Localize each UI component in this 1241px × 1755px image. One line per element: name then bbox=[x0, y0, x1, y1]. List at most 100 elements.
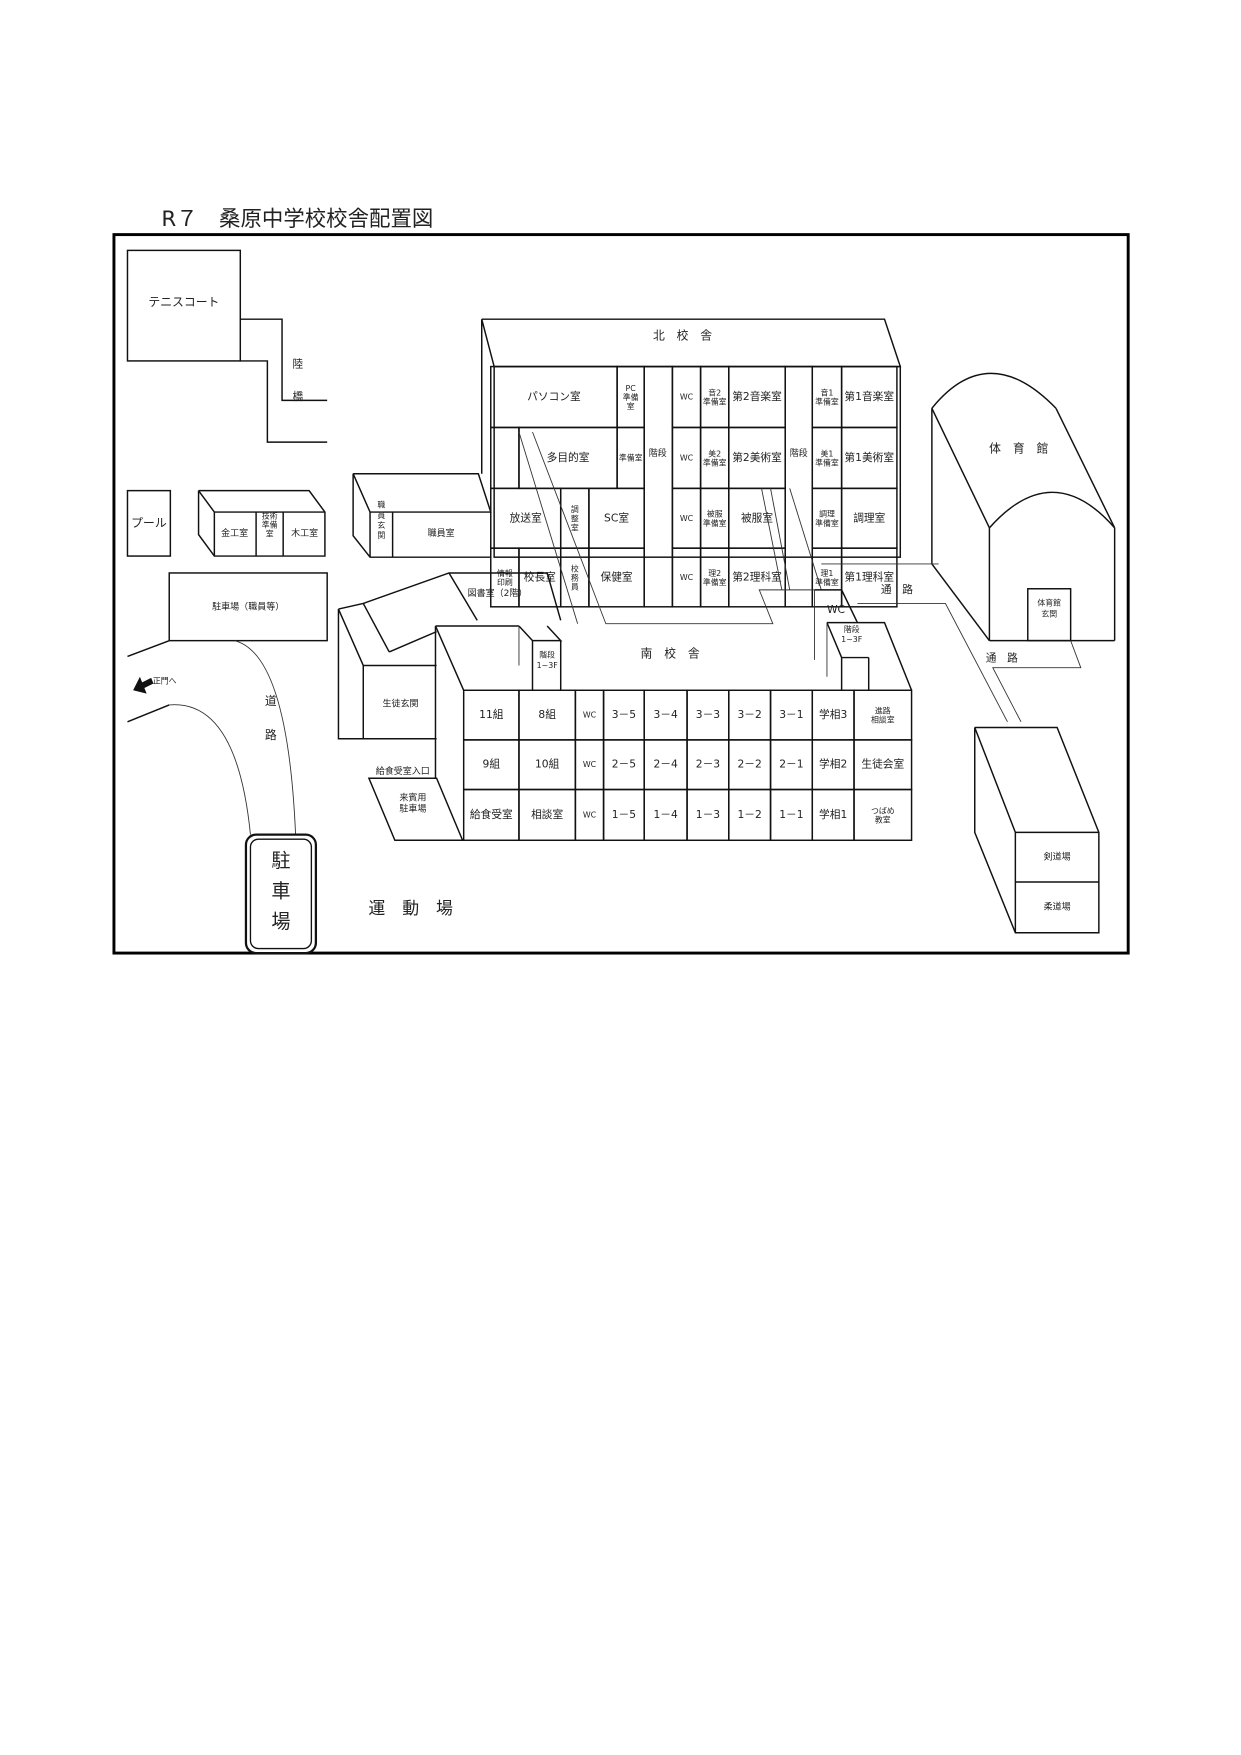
north-room-label: WC bbox=[680, 453, 694, 462]
classroom-label: 3－2 bbox=[738, 708, 762, 721]
north-room-cell bbox=[490, 426, 520, 490]
arrow-left-icon bbox=[133, 676, 154, 694]
svg-text:階段1~3F: 階段1~3F bbox=[537, 649, 559, 669]
svg-text:職員玄関: 職員玄関 bbox=[377, 500, 385, 539]
north-room-label: 校務員 bbox=[571, 563, 579, 591]
classroom-label: 1－3 bbox=[696, 808, 720, 821]
classroom-label: 2－5 bbox=[612, 758, 636, 771]
north-room-label: 情報印刷 bbox=[497, 567, 513, 586]
classroom-label: WC bbox=[583, 711, 597, 720]
technical-building: 金工室 技術準備室 木工室 bbox=[197, 489, 326, 557]
library-wing: 図書室（2階） 生徒玄関 給食受室入口 来賓用駐車場 bbox=[337, 572, 562, 842]
classroom-label: 生徒会室 bbox=[861, 758, 904, 771]
budokan: 剣道場 柔道場 bbox=[974, 726, 1100, 934]
classroom-label: つばめ教室 bbox=[871, 806, 895, 824]
staff-parking: 駐車場（職員等） bbox=[168, 572, 328, 642]
classroom-label: 1－2 bbox=[738, 808, 762, 821]
svg-text:WC: WC bbox=[827, 603, 845, 616]
svg-text:テニスコート: テニスコート bbox=[148, 295, 219, 309]
classroom-label: 11組 bbox=[479, 708, 504, 721]
road: 正門へ 道 路 bbox=[127, 639, 297, 835]
svg-text:車: 車 bbox=[271, 880, 290, 903]
svg-text:体育館玄関: 体育館玄関 bbox=[1037, 597, 1061, 618]
svg-text:柔道場: 柔道場 bbox=[1044, 900, 1071, 912]
north-room-label: 第2理科室 bbox=[732, 570, 782, 583]
classroom-label: 3－5 bbox=[612, 708, 636, 721]
north-room-label: 準備室 bbox=[619, 452, 643, 462]
classroom-label: 3－4 bbox=[653, 708, 678, 721]
classroom-label: 3－3 bbox=[696, 708, 720, 721]
north-room-label: 保健室 bbox=[600, 570, 632, 583]
classroom-label: 10組 bbox=[535, 758, 560, 771]
north-room-label: 多目的室 bbox=[547, 451, 590, 464]
north-room-label: WC bbox=[680, 573, 694, 582]
classroom-label: 1－4 bbox=[653, 808, 678, 821]
classroom-label: 2－1 bbox=[779, 758, 803, 771]
classroom-label: 学相3 bbox=[819, 708, 847, 721]
classroom-label: 8組 bbox=[538, 708, 556, 721]
svg-text:橋: 橋 bbox=[292, 390, 303, 403]
classroom-label: 学相1 bbox=[819, 808, 847, 821]
tennis-court: テニスコート bbox=[126, 249, 242, 362]
north-room-label: 調理準備室 bbox=[815, 508, 839, 527]
classroom-label: 給食受室 bbox=[470, 808, 513, 821]
svg-text:北 校 舎: 北 校 舎 bbox=[653, 329, 712, 343]
pool: プール bbox=[126, 489, 172, 557]
classroom-label: 1－5 bbox=[612, 808, 636, 821]
svg-text:体 育 館: 体 育 館 bbox=[989, 441, 1048, 455]
classroom-label: 2－4 bbox=[653, 758, 678, 771]
svg-text:剣道場: 剣道場 bbox=[1044, 851, 1071, 863]
north-room-label: WC bbox=[680, 393, 694, 402]
classroom-label: 3－1 bbox=[779, 708, 803, 721]
svg-text:南 校 舎: 南 校 舎 bbox=[641, 647, 700, 661]
svg-text:木工室: 木工室 bbox=[291, 527, 318, 539]
north-stairs-right bbox=[784, 365, 814, 608]
svg-text:技術準備室: 技術準備室 bbox=[262, 510, 278, 538]
sports-field-label: 運 動 場 bbox=[368, 898, 453, 918]
north-room-label: 被服準備室 bbox=[703, 508, 727, 527]
classroom-label: WC bbox=[583, 760, 597, 769]
north-room-label: 調整室 bbox=[571, 504, 579, 532]
map-title: R７ 桑原中学校校舎配置図 bbox=[161, 207, 433, 232]
north-room-label: 放送室 bbox=[510, 511, 542, 524]
staff-wing: 職員玄関 職員室 bbox=[352, 472, 492, 558]
svg-text:金工室: 金工室 bbox=[221, 527, 248, 539]
svg-text:通 路: 通 路 bbox=[986, 652, 1018, 665]
north-room-label: 第2音楽室 bbox=[732, 390, 782, 403]
svg-text:道: 道 bbox=[265, 694, 277, 708]
svg-text:駐車場（職員等）: 駐車場（職員等） bbox=[212, 600, 284, 612]
north-room-label: 第1理科室 bbox=[844, 570, 894, 583]
north-stairs-left bbox=[643, 365, 674, 608]
map-frame bbox=[112, 233, 1130, 955]
main-gate-label: 正門へ bbox=[153, 677, 177, 686]
north-room-label: 第1音楽室 bbox=[844, 390, 894, 403]
svg-text:路: 路 bbox=[265, 728, 277, 742]
classroom-cell bbox=[853, 788, 913, 842]
svg-text:図書室（2階）: 図書室（2階） bbox=[468, 587, 528, 599]
pedestrian-bridge: 陸 橋 bbox=[240, 318, 328, 443]
passages: 通 路 通 路 bbox=[821, 563, 1082, 723]
north-room-label: WC bbox=[680, 514, 694, 523]
classroom-label: 2－2 bbox=[738, 758, 762, 771]
stairs-label: 階段 bbox=[790, 447, 808, 459]
svg-text:生徒玄関: 生徒玄関 bbox=[382, 697, 418, 709]
classroom-label: 進路相談室 bbox=[871, 705, 895, 724]
north-room-label: 被服室 bbox=[741, 511, 773, 524]
svg-text:プール: プール bbox=[131, 516, 167, 530]
svg-text:陸: 陸 bbox=[292, 357, 303, 370]
svg-text:通 路: 通 路 bbox=[881, 583, 913, 596]
svg-text:階段1~3F: 階段1~3F bbox=[841, 623, 863, 643]
svg-text:場: 場 bbox=[271, 910, 290, 933]
gymnasium: 体 育 館 体育館玄関 bbox=[931, 372, 1116, 642]
north-room-label: 調理室 bbox=[853, 511, 885, 524]
svg-text:給食受室入口: 給食受室入口 bbox=[376, 765, 430, 777]
